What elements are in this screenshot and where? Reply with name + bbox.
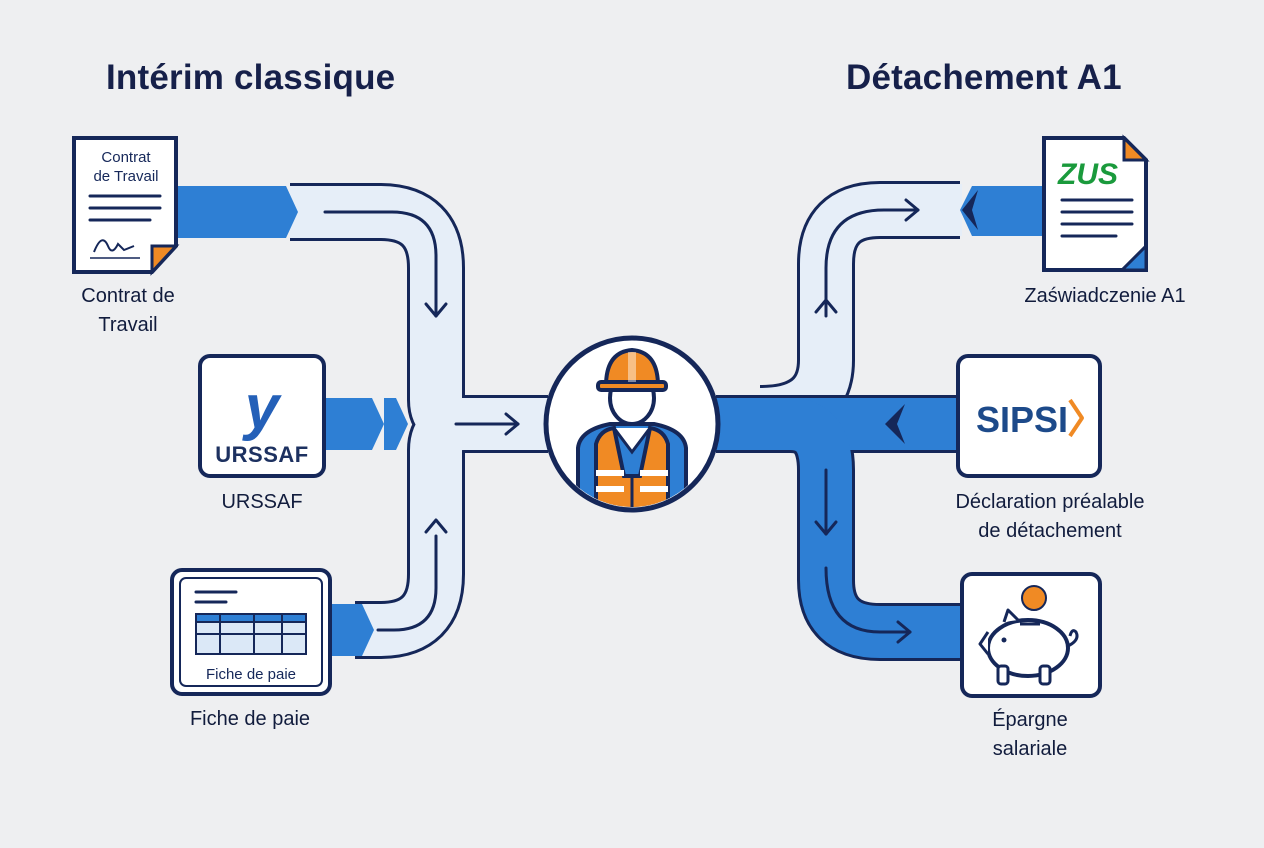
left-blue-stubs	[178, 186, 408, 656]
caption-contrat-line1: Contrat de	[81, 285, 175, 307]
right-flows	[716, 181, 1060, 661]
construction-worker-icon	[543, 335, 721, 513]
caption-epargne-salariale: Épargne salariale	[960, 706, 1100, 764]
urssaf-logo-text: URSSAF	[215, 442, 308, 467]
caption-fiche-de-paie: Fiche de paie	[189, 708, 311, 730]
caption-zaswiadczenie-a1: Zaświadczenie A1	[1024, 285, 1186, 307]
urssaf-logo-icon: y URSSAF	[198, 354, 326, 478]
caption-declaration-line1: Déclaration préalable	[955, 491, 1145, 513]
payslip-doc-title: Fiche de paie	[206, 666, 296, 683]
left-flows	[178, 183, 550, 659]
sipsi-logo-icon: SIPSI	[956, 354, 1102, 478]
caption-urssaf: URSSAF	[221, 491, 303, 513]
caption-epargne-line1: Épargne	[992, 709, 1068, 731]
zus-logo-text: ZUS	[1057, 158, 1118, 191]
contract-doc-title-line1: Contrat	[101, 149, 151, 166]
heading-detachement-a1: Détachement A1	[846, 58, 1122, 97]
caption-declaration: Déclaration préalable de détachement	[920, 488, 1180, 546]
caption-epargne-line2: salariale	[992, 738, 1068, 760]
piggy-bank-icon	[960, 572, 1102, 698]
urssaf-logo-letter: y	[242, 373, 283, 442]
caption-declaration-line2: de détachement	[978, 520, 1122, 542]
contract-document-icon: Contrat de Travail	[72, 136, 180, 276]
sipsi-logo-text: SIPSI	[976, 399, 1068, 440]
heading-interim-classique: Intérim classique	[106, 58, 396, 97]
zus-document-icon: ZUS	[1042, 134, 1150, 272]
payslip-table-icon: Fiche de paie	[170, 568, 332, 696]
caption-contrat-de-travail: Contrat de Travail	[48, 282, 208, 340]
contract-doc-title-line2: de Travail	[93, 168, 158, 185]
caption-contrat-line2: Travail	[98, 314, 158, 336]
